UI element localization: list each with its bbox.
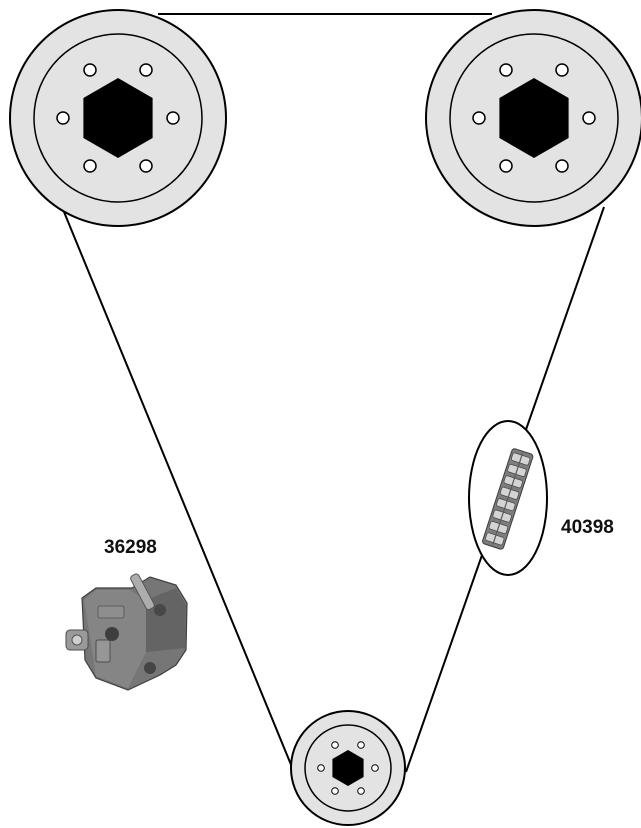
bolt-hole (331, 787, 339, 795)
bolt-hole (357, 741, 365, 749)
hex-hub (332, 750, 364, 786)
bolt-hole (555, 159, 569, 173)
bolt-hole (317, 764, 325, 772)
bolt-hole (139, 159, 153, 173)
chain-detail-callout (468, 420, 548, 576)
chain-tensioner-photo (65, 573, 188, 691)
bolt-holes (472, 63, 596, 173)
bolt-hole (139, 63, 153, 77)
bolt-hole (56, 111, 70, 125)
bolt-hole (472, 111, 486, 125)
bolt-hole (83, 159, 97, 173)
chain-segment-photo (482, 448, 534, 550)
bolt-hole (499, 63, 513, 77)
chain-part-number: 40398 (561, 517, 614, 538)
bolt-hole (499, 159, 513, 173)
lower-sprocket (290, 710, 406, 826)
bolt-hole (83, 63, 97, 77)
bolt-holes (56, 63, 180, 173)
hex-hub (83, 78, 153, 158)
upper-right-sprocket (425, 9, 641, 227)
upper-left-sprocket (9, 9, 227, 227)
bolt-hole (555, 63, 569, 77)
bolt-hole (331, 741, 339, 749)
tensioner-part-number: 36298 (104, 537, 157, 558)
chain-left-run (61, 206, 295, 773)
bolt-hole (371, 764, 379, 772)
bolt-holes (317, 741, 379, 795)
bolt-hole (166, 111, 180, 125)
hex-hub (499, 78, 569, 158)
bolt-hole (582, 111, 596, 125)
bolt-hole (357, 787, 365, 795)
